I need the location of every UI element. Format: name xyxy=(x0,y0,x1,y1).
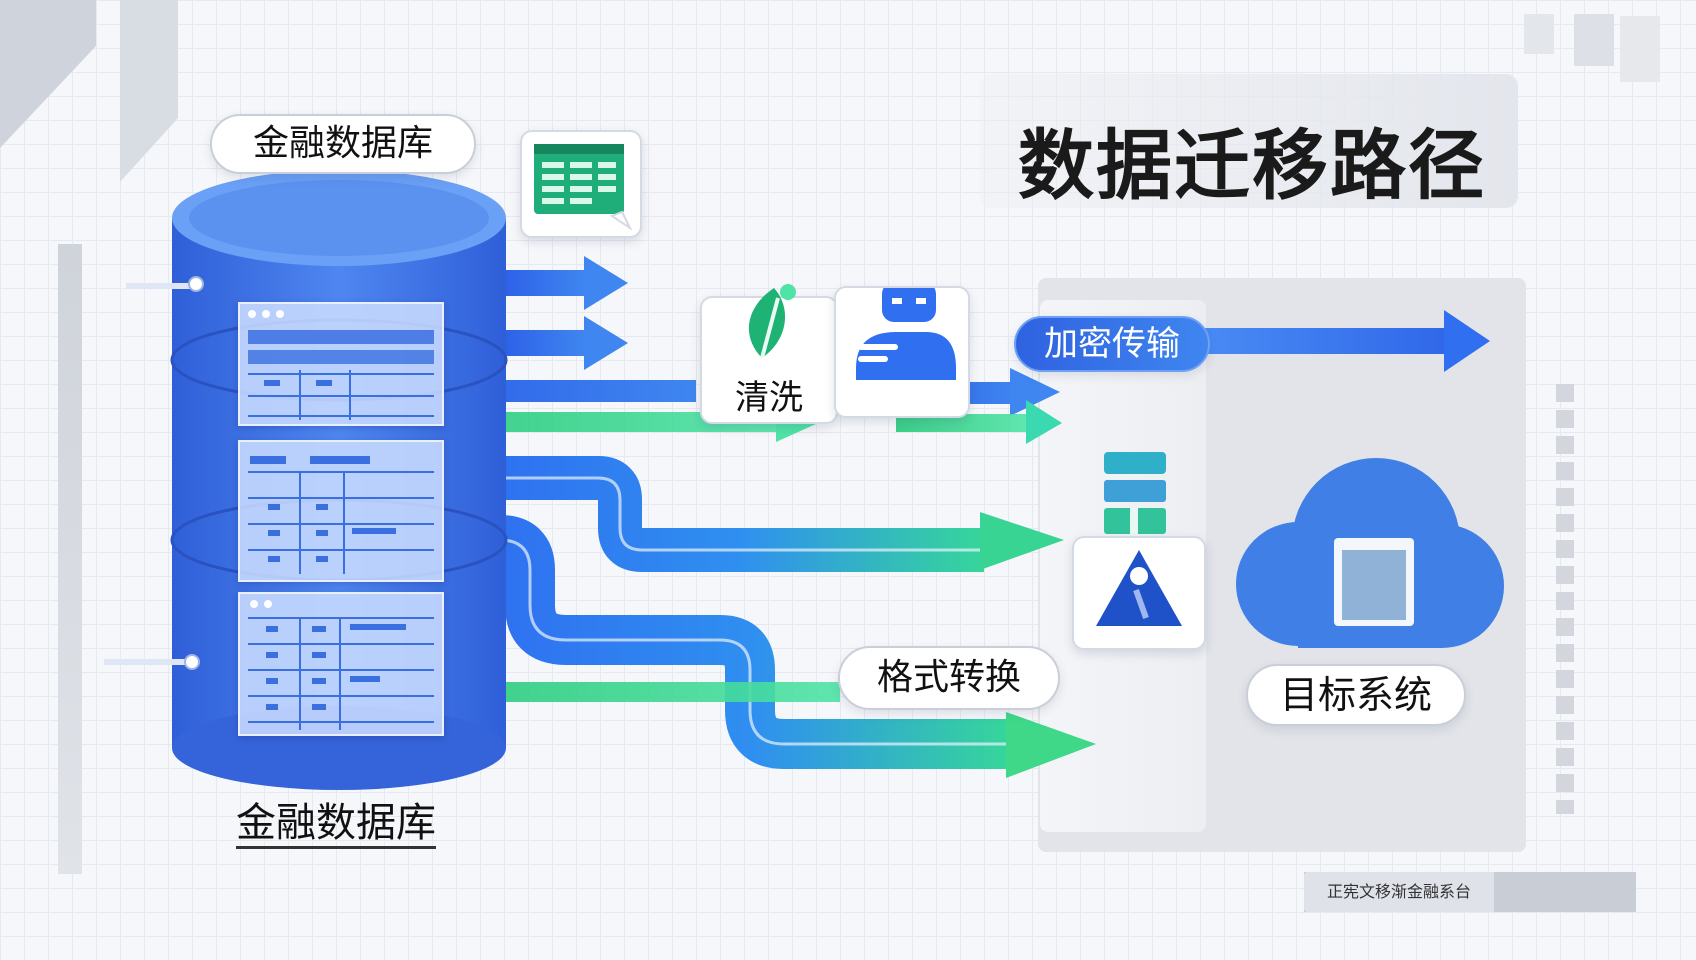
target-system-label: 目标系统 xyxy=(1246,664,1466,726)
source-label-top: 金融数据库 xyxy=(210,114,476,174)
gateway-card xyxy=(1072,536,1206,650)
left-edge-bar xyxy=(58,244,82,874)
title-panel xyxy=(980,74,1518,208)
corner-decoration-right xyxy=(1524,14,1660,82)
db-table-1 xyxy=(238,302,444,426)
db-table-2 xyxy=(238,440,444,582)
encrypted-transfer-label: 加密传输 xyxy=(1014,316,1210,372)
corner-decoration xyxy=(0,0,178,182)
cloud-icon xyxy=(1236,458,1504,648)
robot-icon xyxy=(856,282,956,380)
arrow-top-2 xyxy=(506,316,628,370)
warning-icon xyxy=(1096,550,1182,626)
document-icon xyxy=(1334,538,1414,626)
spreadsheet-card xyxy=(520,130,642,238)
leaf-icon xyxy=(748,284,796,359)
spreadsheet-icon xyxy=(534,144,633,231)
robot-card xyxy=(834,282,970,418)
db-table-3 xyxy=(238,592,444,736)
cleaning-label: 清洗 xyxy=(735,378,803,418)
page-title: 数据迁移路径 xyxy=(1018,121,1486,210)
arrow-encrypted xyxy=(1196,310,1490,372)
server-icon xyxy=(1104,452,1166,534)
arrow-top-1 xyxy=(506,256,628,310)
arrow-bottom xyxy=(440,515,1096,778)
footer-caption: 正宪文移渐金融系台 xyxy=(1304,872,1494,912)
source-label-bottom: 金融数据库 xyxy=(236,800,436,849)
right-edge-bar xyxy=(1556,384,1574,814)
connector-lines xyxy=(104,276,204,670)
cleaning-card: 清洗 xyxy=(700,284,838,424)
format-conversion-label: 格式转换 xyxy=(838,646,1060,710)
arrow-middle xyxy=(440,456,1064,572)
